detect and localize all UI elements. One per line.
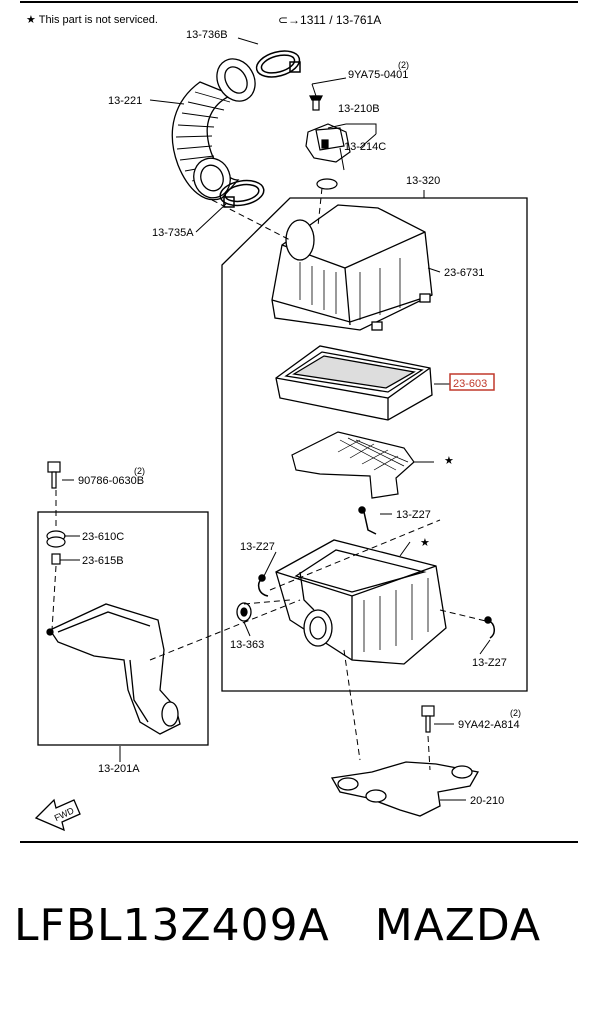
grommet	[236, 602, 252, 622]
label-23-610C: 23-610C	[82, 531, 124, 543]
fwd-arrow-icon: FWD	[34, 798, 81, 832]
star-marker-duct: ★	[444, 455, 454, 467]
label-23-6731: 23-6731	[444, 267, 484, 279]
label-9YA42-A814: 9YA42-A814	[458, 719, 520, 731]
label-13-221: 13-221	[108, 95, 142, 107]
label-90786-0630B: 90786-0630B	[78, 475, 144, 487]
duct-sub-box	[37, 511, 209, 746]
label-13-736B: 13-736B	[186, 29, 228, 41]
ref-top-label: ⊂→1311 / 13-761A	[278, 13, 381, 27]
part-number-caption: LFBL13Z409A MAZDA	[14, 900, 542, 951]
label-13-Z27-right: 13-Z27	[472, 657, 507, 669]
label-9YA75-0401: 9YA75-0401	[348, 69, 408, 81]
label-13-210B: 13-210B	[338, 103, 380, 115]
air-cleaner-cover	[271, 204, 433, 331]
label-13-735A: 13-735A	[152, 227, 194, 239]
label-13-214C: 13-214C	[344, 141, 386, 153]
qty-9YA42: (2)	[510, 708, 521, 718]
label-23-603: 23-603	[453, 378, 487, 390]
bolt-9YA42	[421, 705, 435, 733]
mount-rubber	[46, 530, 66, 548]
dashed-lines	[51, 187, 491, 771]
label-13-363: 13-363	[230, 639, 264, 651]
hose-clamp-bottom	[219, 179, 265, 208]
leader-lines	[60, 37, 491, 801]
hose-clamp-top	[255, 50, 301, 78]
notice-text: ★ This part is not serviced.	[26, 14, 158, 26]
clip-z27-top	[358, 506, 377, 535]
label-20-210: 20-210	[470, 795, 504, 807]
bolt-90786	[47, 461, 61, 489]
qty-90786: (2)	[134, 466, 145, 476]
label-23-615B: 23-615B	[82, 555, 124, 567]
maf-sensor	[305, 95, 351, 190]
inner-duct	[291, 431, 415, 499]
air-cleaner-case	[275, 539, 447, 665]
clip-z27-right	[484, 616, 495, 639]
intake-duct	[46, 603, 181, 735]
intake-hose	[171, 58, 256, 201]
assembly-box	[221, 197, 528, 692]
label-13-201A: 13-201A	[98, 763, 140, 775]
air-filter-element	[275, 345, 433, 421]
clip-z27-left	[257, 574, 269, 597]
label-13-320: 13-320	[406, 175, 440, 187]
collar	[51, 553, 61, 565]
highlight-box-23-603	[449, 373, 495, 391]
label-13-Z27-left: 13-Z27	[240, 541, 275, 553]
star-marker-case: ★	[420, 537, 430, 549]
qty-9YA75: (2)	[398, 60, 409, 70]
bracket	[330, 761, 480, 817]
label-13-Z27-top: 13-Z27	[396, 509, 431, 521]
